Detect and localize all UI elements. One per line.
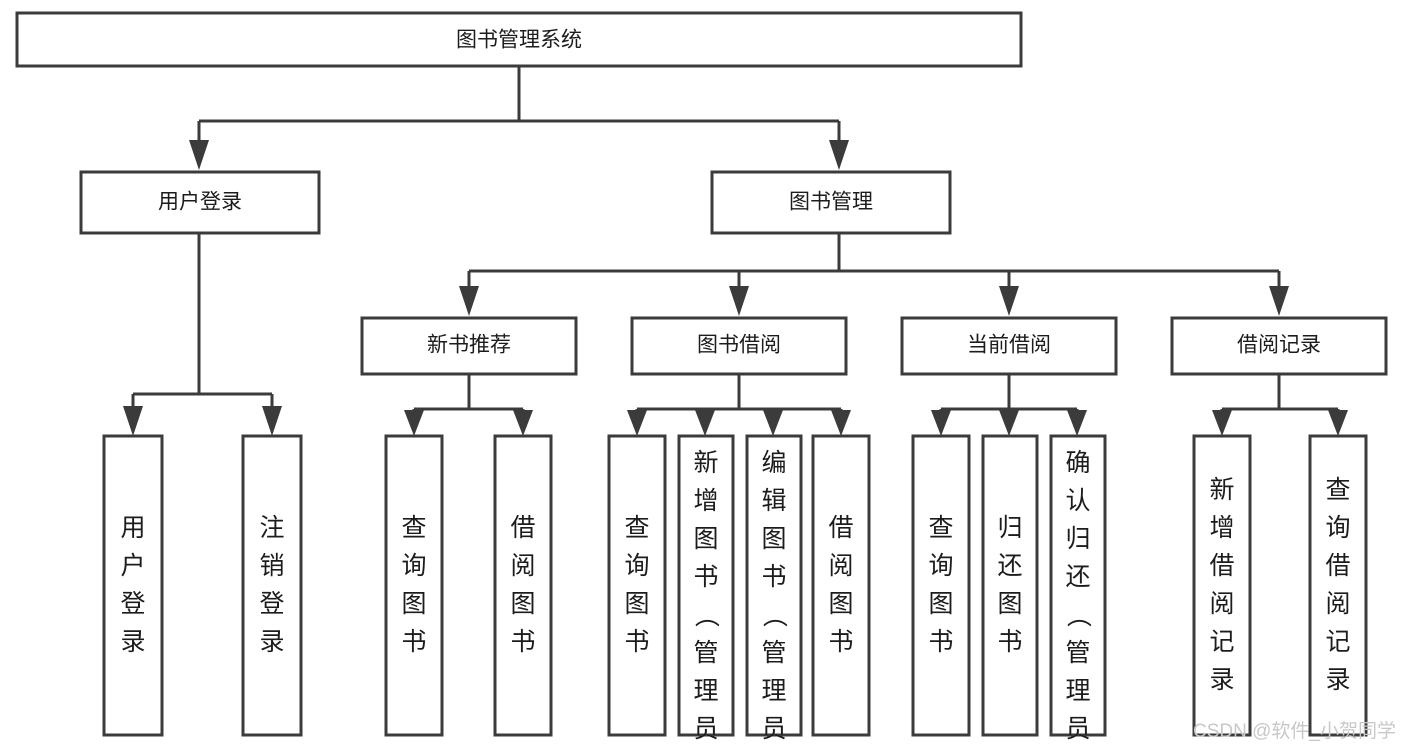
node-new-book-recommend-label: 新书推荐 bbox=[427, 334, 511, 357]
leaf-borrow-book-2-label: 借阅图书 bbox=[828, 514, 853, 656]
node-book-borrow-label: 图书借阅 bbox=[697, 334, 781, 357]
leaf-return-book[interactable]: 归还图书 bbox=[981, 434, 1039, 737]
leaf-return-book-label: 归还图书 bbox=[997, 514, 1022, 656]
leaf-query-book-3[interactable]: 查询图书 bbox=[911, 434, 971, 737]
node-current-borrow-label: 当前借阅 bbox=[967, 334, 1051, 357]
arrow-leaf-return-book bbox=[999, 410, 1019, 436]
node-user-login-box[interactable] bbox=[79, 170, 321, 235]
node-book-management-label: 图书管理 bbox=[789, 191, 873, 214]
connector-layer bbox=[123, 66, 1348, 436]
arrow-leaf-query-book-1 bbox=[404, 410, 424, 436]
leaf-add-book-label: 新增图书管理员 bbox=[693, 449, 718, 743]
arrow-leaf-query-record bbox=[1328, 410, 1348, 436]
leaf-borrow-book-2-box[interactable] bbox=[811, 434, 871, 737]
arrow-leaf-borrow-book-1 bbox=[513, 410, 533, 436]
node-new-book-recommend-box[interactable] bbox=[360, 316, 578, 376]
node-book-borrow-box[interactable] bbox=[630, 316, 848, 376]
arrow-leaf-logout-login bbox=[262, 406, 282, 436]
svg-text:（: （ bbox=[760, 602, 788, 627]
leaf-borrow-book-1[interactable]: 借阅图书 bbox=[493, 434, 553, 737]
node-book-management[interactable]: 图书管理 bbox=[710, 170, 952, 235]
node-root[interactable]: 图书管理系统 bbox=[15, 11, 1023, 68]
node-book-borrow[interactable]: 图书借阅 bbox=[630, 316, 848, 376]
leaf-logout-login-label: 注销登录 bbox=[259, 514, 284, 656]
arrow-leaf-borrow-book-2 bbox=[831, 410, 851, 436]
svg-text:（: （ bbox=[692, 602, 720, 627]
leaf-confirm-return-box[interactable] bbox=[1049, 434, 1107, 737]
leaf-add-record[interactable]: 新增借阅记录 bbox=[1192, 434, 1252, 737]
arrow-leaf-add-book bbox=[695, 410, 715, 436]
leaf-borrow-book-1-label: 借阅图书 bbox=[510, 514, 535, 656]
node-root-label: 图书管理系统 bbox=[456, 29, 582, 52]
arrow-to-borrow-record bbox=[1269, 286, 1289, 316]
arrow-leaf-query-book-2 bbox=[627, 410, 647, 436]
node-book-management-box[interactable] bbox=[710, 170, 952, 235]
leaf-edit-book[interactable]: 编辑图书管理员 （） bbox=[745, 434, 803, 747]
leaf-query-record-label: 查询借阅记录 bbox=[1325, 476, 1350, 694]
leaf-query-record-box[interactable] bbox=[1308, 434, 1368, 737]
leaf-return-book-box[interactable] bbox=[981, 434, 1039, 737]
arrow-leaf-user-login bbox=[123, 406, 143, 436]
leaf-query-book-3-box[interactable] bbox=[911, 434, 971, 737]
node-new-book-recommend[interactable]: 新书推荐 bbox=[360, 316, 578, 376]
leaf-borrow-book-2[interactable]: 借阅图书 bbox=[811, 434, 871, 737]
leaf-user-login[interactable]: 用户登录 bbox=[102, 434, 164, 737]
leaf-add-record-label: 新增借阅记录 bbox=[1209, 476, 1234, 694]
csdn-watermark: CSDN @软件_小贺同学 bbox=[1193, 720, 1396, 742]
leaf-query-book-2-box[interactable] bbox=[607, 434, 667, 737]
leaf-add-book[interactable]: 新增图书管理员 （） bbox=[677, 434, 735, 747]
leaf-query-book-1-label: 查询图书 bbox=[401, 514, 426, 656]
arrow-to-current-borrow bbox=[999, 286, 1019, 316]
leaf-query-book-2-label: 查询图书 bbox=[624, 514, 649, 656]
leaf-query-book-3-label: 查询图书 bbox=[928, 514, 953, 656]
node-borrow-record-label: 借阅记录 bbox=[1237, 334, 1321, 357]
leaf-query-book-1-box[interactable] bbox=[384, 434, 444, 737]
leaf-edit-book-label: 编辑图书管理员 bbox=[761, 449, 786, 743]
leaf-add-book-box[interactable] bbox=[677, 434, 735, 737]
leaf-add-record-box[interactable] bbox=[1192, 434, 1252, 737]
leaf-user-login-label: 用户登录 bbox=[120, 514, 145, 656]
leaf-query-book-2[interactable]: 查询图书 bbox=[607, 434, 667, 737]
node-current-borrow-box[interactable] bbox=[900, 316, 1118, 376]
arrow-leaf-confirm-return bbox=[1067, 410, 1087, 436]
arrow-leaf-add-record bbox=[1212, 410, 1232, 436]
svg-text:（: （ bbox=[1064, 602, 1092, 627]
leaf-confirm-return[interactable]: 确认归还管理员 （） bbox=[1049, 434, 1107, 747]
node-root-box[interactable] bbox=[15, 11, 1023, 68]
arrow-leaf-edit-book bbox=[763, 410, 783, 436]
leaf-logout-login[interactable]: 注销登录 bbox=[241, 434, 303, 737]
node-user-login-label: 用户登录 bbox=[158, 191, 242, 214]
node-user-login[interactable]: 用户登录 bbox=[79, 170, 321, 235]
node-current-borrow[interactable]: 当前借阅 bbox=[900, 316, 1118, 376]
leaf-query-book-1[interactable]: 查询图书 bbox=[384, 434, 444, 737]
arrow-to-user-login bbox=[189, 140, 209, 170]
node-borrow-record-box[interactable] bbox=[1170, 316, 1388, 376]
arrow-to-book-borrow bbox=[729, 286, 749, 316]
arrow-to-book-management bbox=[829, 140, 849, 170]
node-borrow-record[interactable]: 借阅记录 bbox=[1170, 316, 1388, 376]
leaf-query-record[interactable]: 查询借阅记录 bbox=[1308, 434, 1368, 737]
leaf-edit-book-box[interactable] bbox=[745, 434, 803, 737]
leaf-borrow-book-1-box[interactable] bbox=[493, 434, 553, 737]
leaf-user-login-box[interactable] bbox=[102, 434, 164, 737]
leaf-confirm-return-label: 确认归还管理员 bbox=[1065, 449, 1090, 743]
arrow-leaf-query-book-3 bbox=[931, 410, 951, 436]
arrow-to-new-book-recommend bbox=[459, 286, 479, 316]
leaf-logout-login-box[interactable] bbox=[241, 434, 303, 737]
